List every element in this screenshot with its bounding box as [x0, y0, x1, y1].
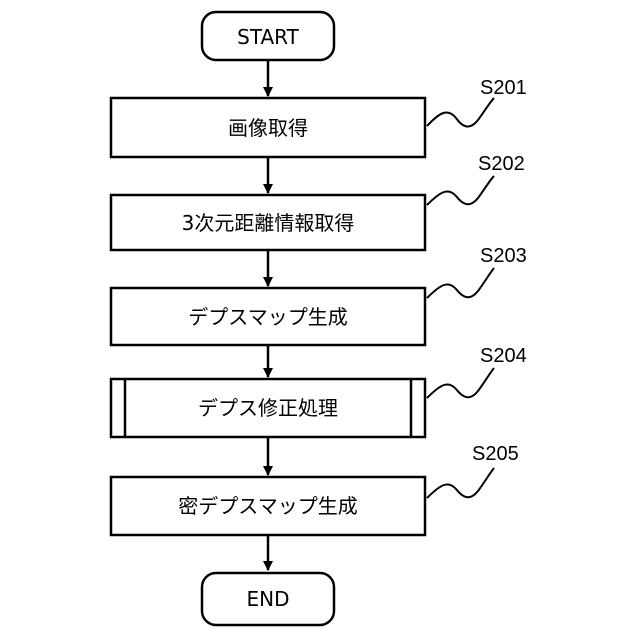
process-label-s203: デプスマップ生成 [188, 305, 347, 329]
process-label-s201: 画像取得 [228, 116, 308, 140]
step-id-s205: S205 [472, 443, 519, 465]
start-terminal: START [202, 12, 334, 60]
step-id-s203: S203 [480, 245, 527, 267]
step-callout-s202: S202 [427, 153, 525, 205]
process-box-s205: 密デプスマップ生成 [111, 477, 425, 535]
process-box-s203: デプスマップ生成 [111, 288, 425, 345]
step-id-s204: S204 [480, 345, 527, 367]
process-box-s201: 画像取得 [111, 98, 425, 157]
step-callout-s204: S204 [427, 345, 527, 398]
start-label: START [237, 25, 299, 49]
callout-squiggle-s205 [427, 468, 494, 498]
end-terminal: END [202, 573, 334, 625]
process-label-s204: デプス修正処理 [198, 396, 338, 420]
step-callout-s203: S203 [427, 245, 527, 298]
step-id-s202: S202 [478, 153, 525, 175]
callout-squiggle-s202 [427, 176, 494, 205]
process-box-s202: 3次元距離情報取得 [111, 195, 425, 250]
callout-squiggle-s201 [427, 98, 494, 127]
callout-squiggle-s204 [427, 368, 494, 398]
process-label-s202: 3次元距離情報取得 [182, 211, 355, 235]
step-id-s201: S201 [480, 77, 527, 99]
process-label-s205: 密デプスマップ生成 [178, 494, 357, 518]
process-box-s204: デプス修正処理 [111, 379, 425, 437]
callout-squiggle-s203 [427, 268, 494, 298]
end-label: END [247, 587, 290, 611]
step-callout-s205: S205 [427, 443, 519, 498]
step-callout-s201: S201 [427, 77, 527, 127]
